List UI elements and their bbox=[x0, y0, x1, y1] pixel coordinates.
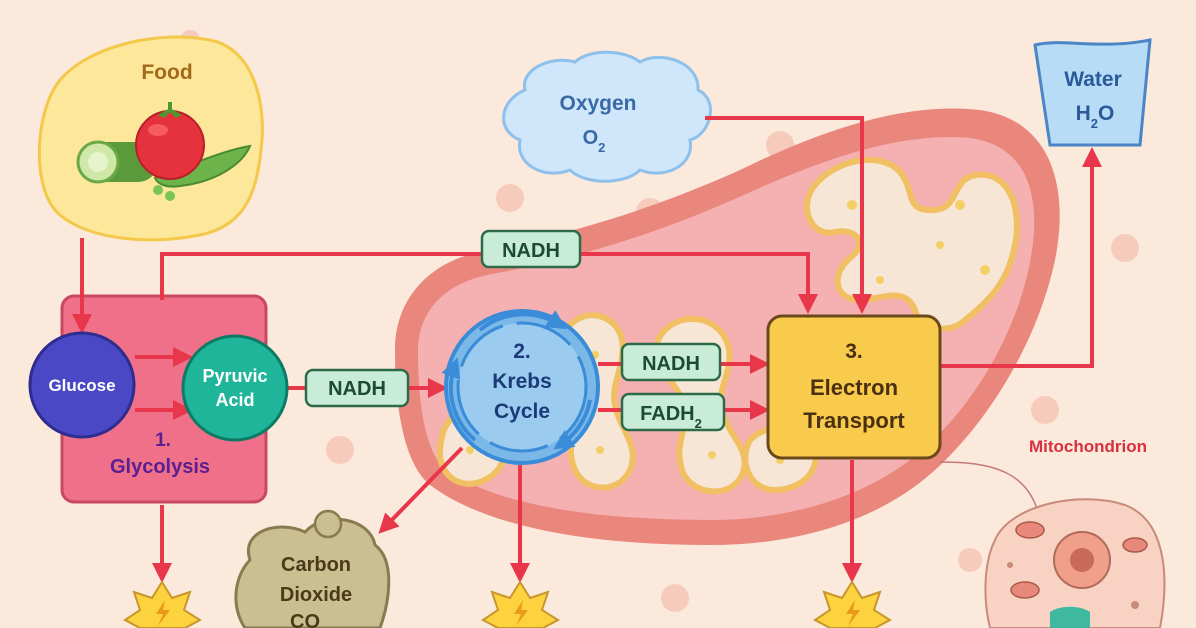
krebs-label-line2: Cycle bbox=[494, 400, 550, 423]
water-formula-h: H bbox=[1076, 102, 1091, 125]
glucose-node: Glucose bbox=[28, 331, 136, 439]
oxygen-formula-base: O bbox=[583, 127, 599, 149]
oxygen-label: Oxygen bbox=[559, 92, 636, 115]
water-cup: Water H2O bbox=[1033, 38, 1152, 147]
electron-transport-box: 3. Electron Transport bbox=[766, 314, 942, 460]
oxygen-cloud: Oxygen O2 bbox=[502, 50, 712, 183]
arrow-etc-to-water bbox=[940, 147, 1102, 368]
fadh2-tag: FADH2 bbox=[620, 392, 726, 432]
nadh-tag-middle: NADH bbox=[304, 368, 410, 408]
co2-label-line1: Carbon bbox=[281, 554, 351, 576]
water-formula: H2O bbox=[1076, 102, 1115, 131]
krebs-label-line1: Krebs bbox=[492, 370, 552, 393]
nadh-top-label: NADH bbox=[502, 240, 560, 262]
carbon-dioxide-blob: Carbon Dioxide CO bbox=[234, 509, 391, 628]
nadh-tag-right: NADH bbox=[620, 342, 722, 382]
nadh-tag-top: NADH bbox=[480, 229, 582, 269]
energy-burst-krebs bbox=[481, 580, 560, 628]
lightning-icon bbox=[514, 600, 528, 626]
krebs-cycle-node: 2. Krebs Cycle bbox=[441, 309, 600, 465]
etc-number: 3. bbox=[845, 340, 863, 363]
energy-burst-glycolysis bbox=[123, 580, 202, 628]
mitochondrion-label: Mitochondrion bbox=[1029, 437, 1147, 456]
etc-label-line2: Transport bbox=[803, 408, 905, 433]
pyruvic-label-line2: Acid bbox=[215, 390, 254, 410]
energy-burst-electron-transport bbox=[813, 580, 892, 628]
fadh2-label-sub: 2 bbox=[695, 416, 702, 431]
nadh-middle-label: NADH bbox=[328, 378, 386, 400]
pyruvic-label-line1: Pyruvic bbox=[202, 366, 267, 386]
water-formula-sub: 2 bbox=[1091, 116, 1098, 131]
krebs-cycle-arrows bbox=[441, 310, 592, 450]
arrow-oxygen-to-etc bbox=[705, 116, 872, 314]
krebs-number: 2. bbox=[513, 340, 531, 363]
cell-icon bbox=[984, 498, 1166, 628]
lightning-icon bbox=[846, 600, 860, 626]
co2-label-line2: Dioxide bbox=[280, 584, 352, 606]
arrow-krebs-to-co2 bbox=[378, 446, 464, 534]
glycolysis-number: 1. bbox=[155, 430, 171, 451]
pyruvic-acid-node: Pyruvic Acid bbox=[181, 334, 289, 442]
nadh-right-label: NADH bbox=[642, 353, 700, 375]
etc-label-line1: Electron bbox=[810, 375, 898, 400]
oxygen-formula: O2 bbox=[583, 127, 606, 155]
mitochondrion-pointer-line bbox=[939, 461, 1041, 521]
glycolysis-label: Glycolysis bbox=[110, 456, 210, 478]
glucose-label: Glucose bbox=[48, 376, 115, 395]
water-formula-o: O bbox=[1098, 102, 1114, 125]
co2-label-line3: CO bbox=[290, 611, 320, 628]
fadh2-label: FADH2 bbox=[640, 403, 702, 431]
oxygen-formula-sub: 2 bbox=[598, 140, 605, 155]
water-label: Water bbox=[1064, 68, 1122, 91]
food-source: Food bbox=[37, 35, 264, 242]
tomato-icon bbox=[135, 102, 205, 180]
lightning-icon bbox=[156, 600, 170, 626]
fadh2-label-base: FADH bbox=[640, 403, 694, 425]
food-label: Food bbox=[141, 61, 192, 84]
